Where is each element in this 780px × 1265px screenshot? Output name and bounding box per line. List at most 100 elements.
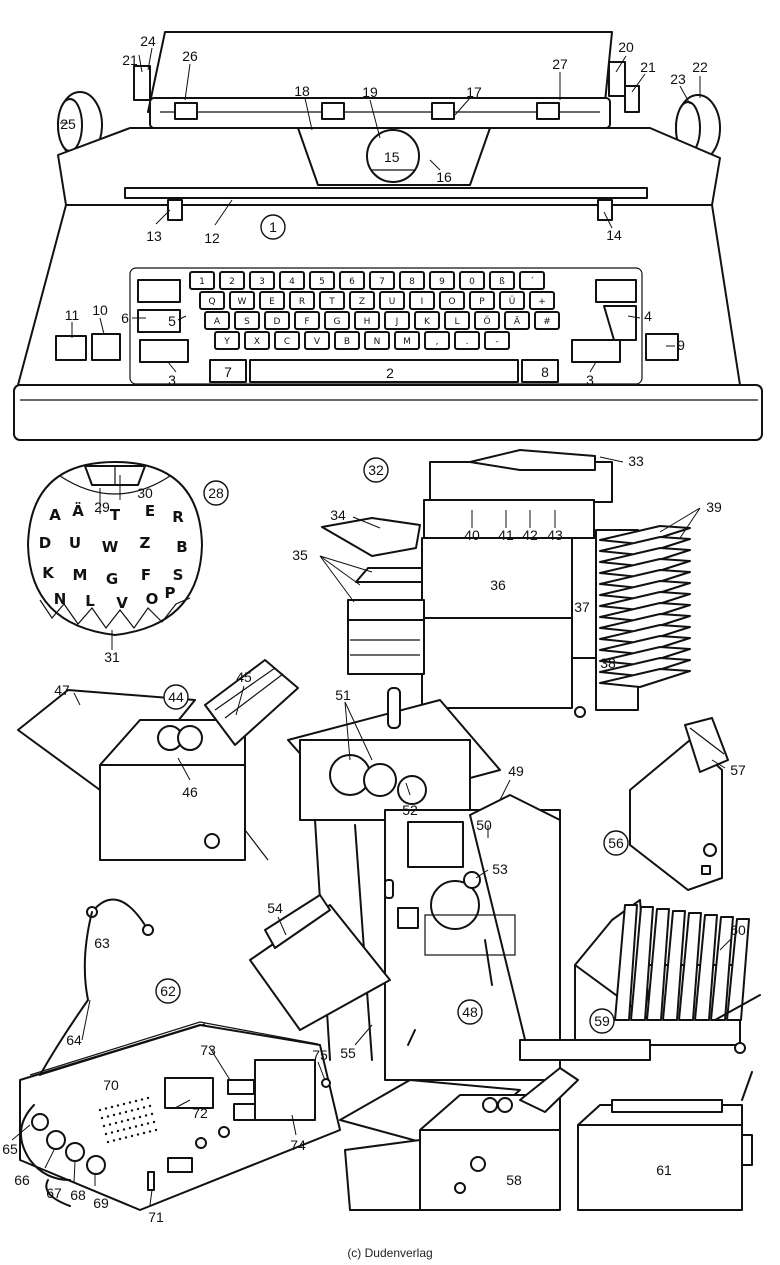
key-legend: 1 <box>199 277 205 287</box>
key <box>519 271 545 290</box>
key-legend: D <box>274 317 281 327</box>
key-legend: F <box>304 317 309 327</box>
label-22: 22 <box>692 59 708 75</box>
key-legend: V <box>314 337 321 347</box>
sorter-bin <box>599 580 691 600</box>
speaker-hole <box>114 1121 118 1125</box>
sorter-bin <box>599 668 691 688</box>
key <box>469 291 495 310</box>
key <box>304 331 330 350</box>
sorter-bin <box>599 657 691 677</box>
label-18: 18 <box>294 83 310 99</box>
key-legend: E <box>269 297 275 307</box>
label-52: 52 <box>402 802 418 818</box>
label-16: 16 <box>436 169 452 185</box>
typeball-character: U <box>69 534 81 552</box>
typeball-character: T <box>110 506 121 524</box>
left-shift-key <box>139 339 189 363</box>
label-26: 26 <box>182 48 198 64</box>
key-legend: U <box>389 297 396 307</box>
speaker-hole <box>144 1114 148 1117</box>
label-11: 11 <box>65 307 80 323</box>
folder-housing <box>99 764 246 861</box>
svg-text:15: 15 <box>384 149 400 165</box>
key-legend: ß <box>499 277 505 287</box>
speaker-hole <box>122 1128 126 1131</box>
label-27: 27 <box>552 56 568 72</box>
key-legend: M <box>403 337 411 347</box>
typeball-character: O <box>146 590 159 608</box>
key <box>484 331 510 350</box>
copier-front <box>421 537 573 619</box>
label-29: 29 <box>94 499 110 515</box>
label-17: 17 <box>466 84 482 100</box>
label-63: 63 <box>94 935 110 951</box>
paper-guide <box>174 102 198 120</box>
speaker-hole <box>130 1109 134 1112</box>
key <box>219 271 245 290</box>
key <box>454 331 480 350</box>
label-58: 58 <box>506 1172 522 1188</box>
sorting-tray <box>614 904 638 1021</box>
typewriter-base <box>13 384 763 441</box>
label-46: 46 <box>182 784 198 800</box>
label-28: 28 <box>208 485 224 501</box>
inserter-body <box>419 1129 561 1211</box>
key <box>229 291 255 310</box>
label-31: 31 <box>104 649 120 665</box>
paper-scale <box>124 187 648 199</box>
typeball-character: L <box>85 592 95 610</box>
key <box>334 331 360 350</box>
speaker-hole <box>106 1115 110 1118</box>
space-bar <box>249 359 519 383</box>
label-8: 8 <box>541 364 549 380</box>
key <box>399 271 425 290</box>
key <box>534 311 560 330</box>
label-55: 55 <box>340 1045 356 1061</box>
sorter-bin <box>599 536 691 556</box>
key-legend: 7 <box>379 277 385 287</box>
typeball-character: Ä <box>72 501 84 520</box>
typeball-character: B <box>176 538 187 556</box>
label-7: 7 <box>224 364 232 380</box>
typeball-character: R <box>172 508 184 526</box>
speaker-hole <box>134 1125 138 1128</box>
tabulator-key <box>137 279 181 303</box>
typeball-character: A <box>49 506 61 524</box>
sorter-bin <box>599 558 691 578</box>
label-53: 53 <box>492 861 508 877</box>
label-74: 74 <box>290 1137 306 1153</box>
key-legend: 6 <box>349 277 355 287</box>
inserting-machine <box>339 1067 579 1211</box>
label-14: 14 <box>606 227 622 243</box>
label-6: 6 <box>121 310 129 326</box>
key-legend: C <box>284 337 290 347</box>
speaker-hole <box>120 1120 124 1123</box>
sorting-tray <box>630 906 654 1021</box>
sorter-bin <box>599 613 691 633</box>
sorting-tray <box>678 912 702 1021</box>
label-25: 25 <box>60 116 76 132</box>
label-3: 3 <box>168 372 176 388</box>
label-62: 62 <box>160 983 176 999</box>
speaker-hole <box>110 1131 114 1134</box>
key <box>309 271 335 290</box>
speaker-hole <box>102 1124 106 1128</box>
speaker-hole <box>136 1133 140 1136</box>
label-38: 38 <box>600 655 616 671</box>
speaker-hole <box>116 1104 120 1107</box>
typeball-character: N <box>54 590 67 608</box>
key <box>409 291 435 310</box>
label-50: 50 <box>476 817 492 833</box>
key <box>319 291 345 310</box>
key <box>459 271 485 290</box>
key <box>294 311 320 330</box>
key-legend: - <box>495 337 498 347</box>
label-30: 30 <box>137 485 153 501</box>
key-legend: P <box>479 297 485 307</box>
speaker-hole <box>124 1110 128 1114</box>
sorter-bin <box>599 547 691 567</box>
sorter-bin <box>599 525 691 545</box>
backspace-key <box>209 359 247 383</box>
typeball-mounted <box>366 129 420 183</box>
